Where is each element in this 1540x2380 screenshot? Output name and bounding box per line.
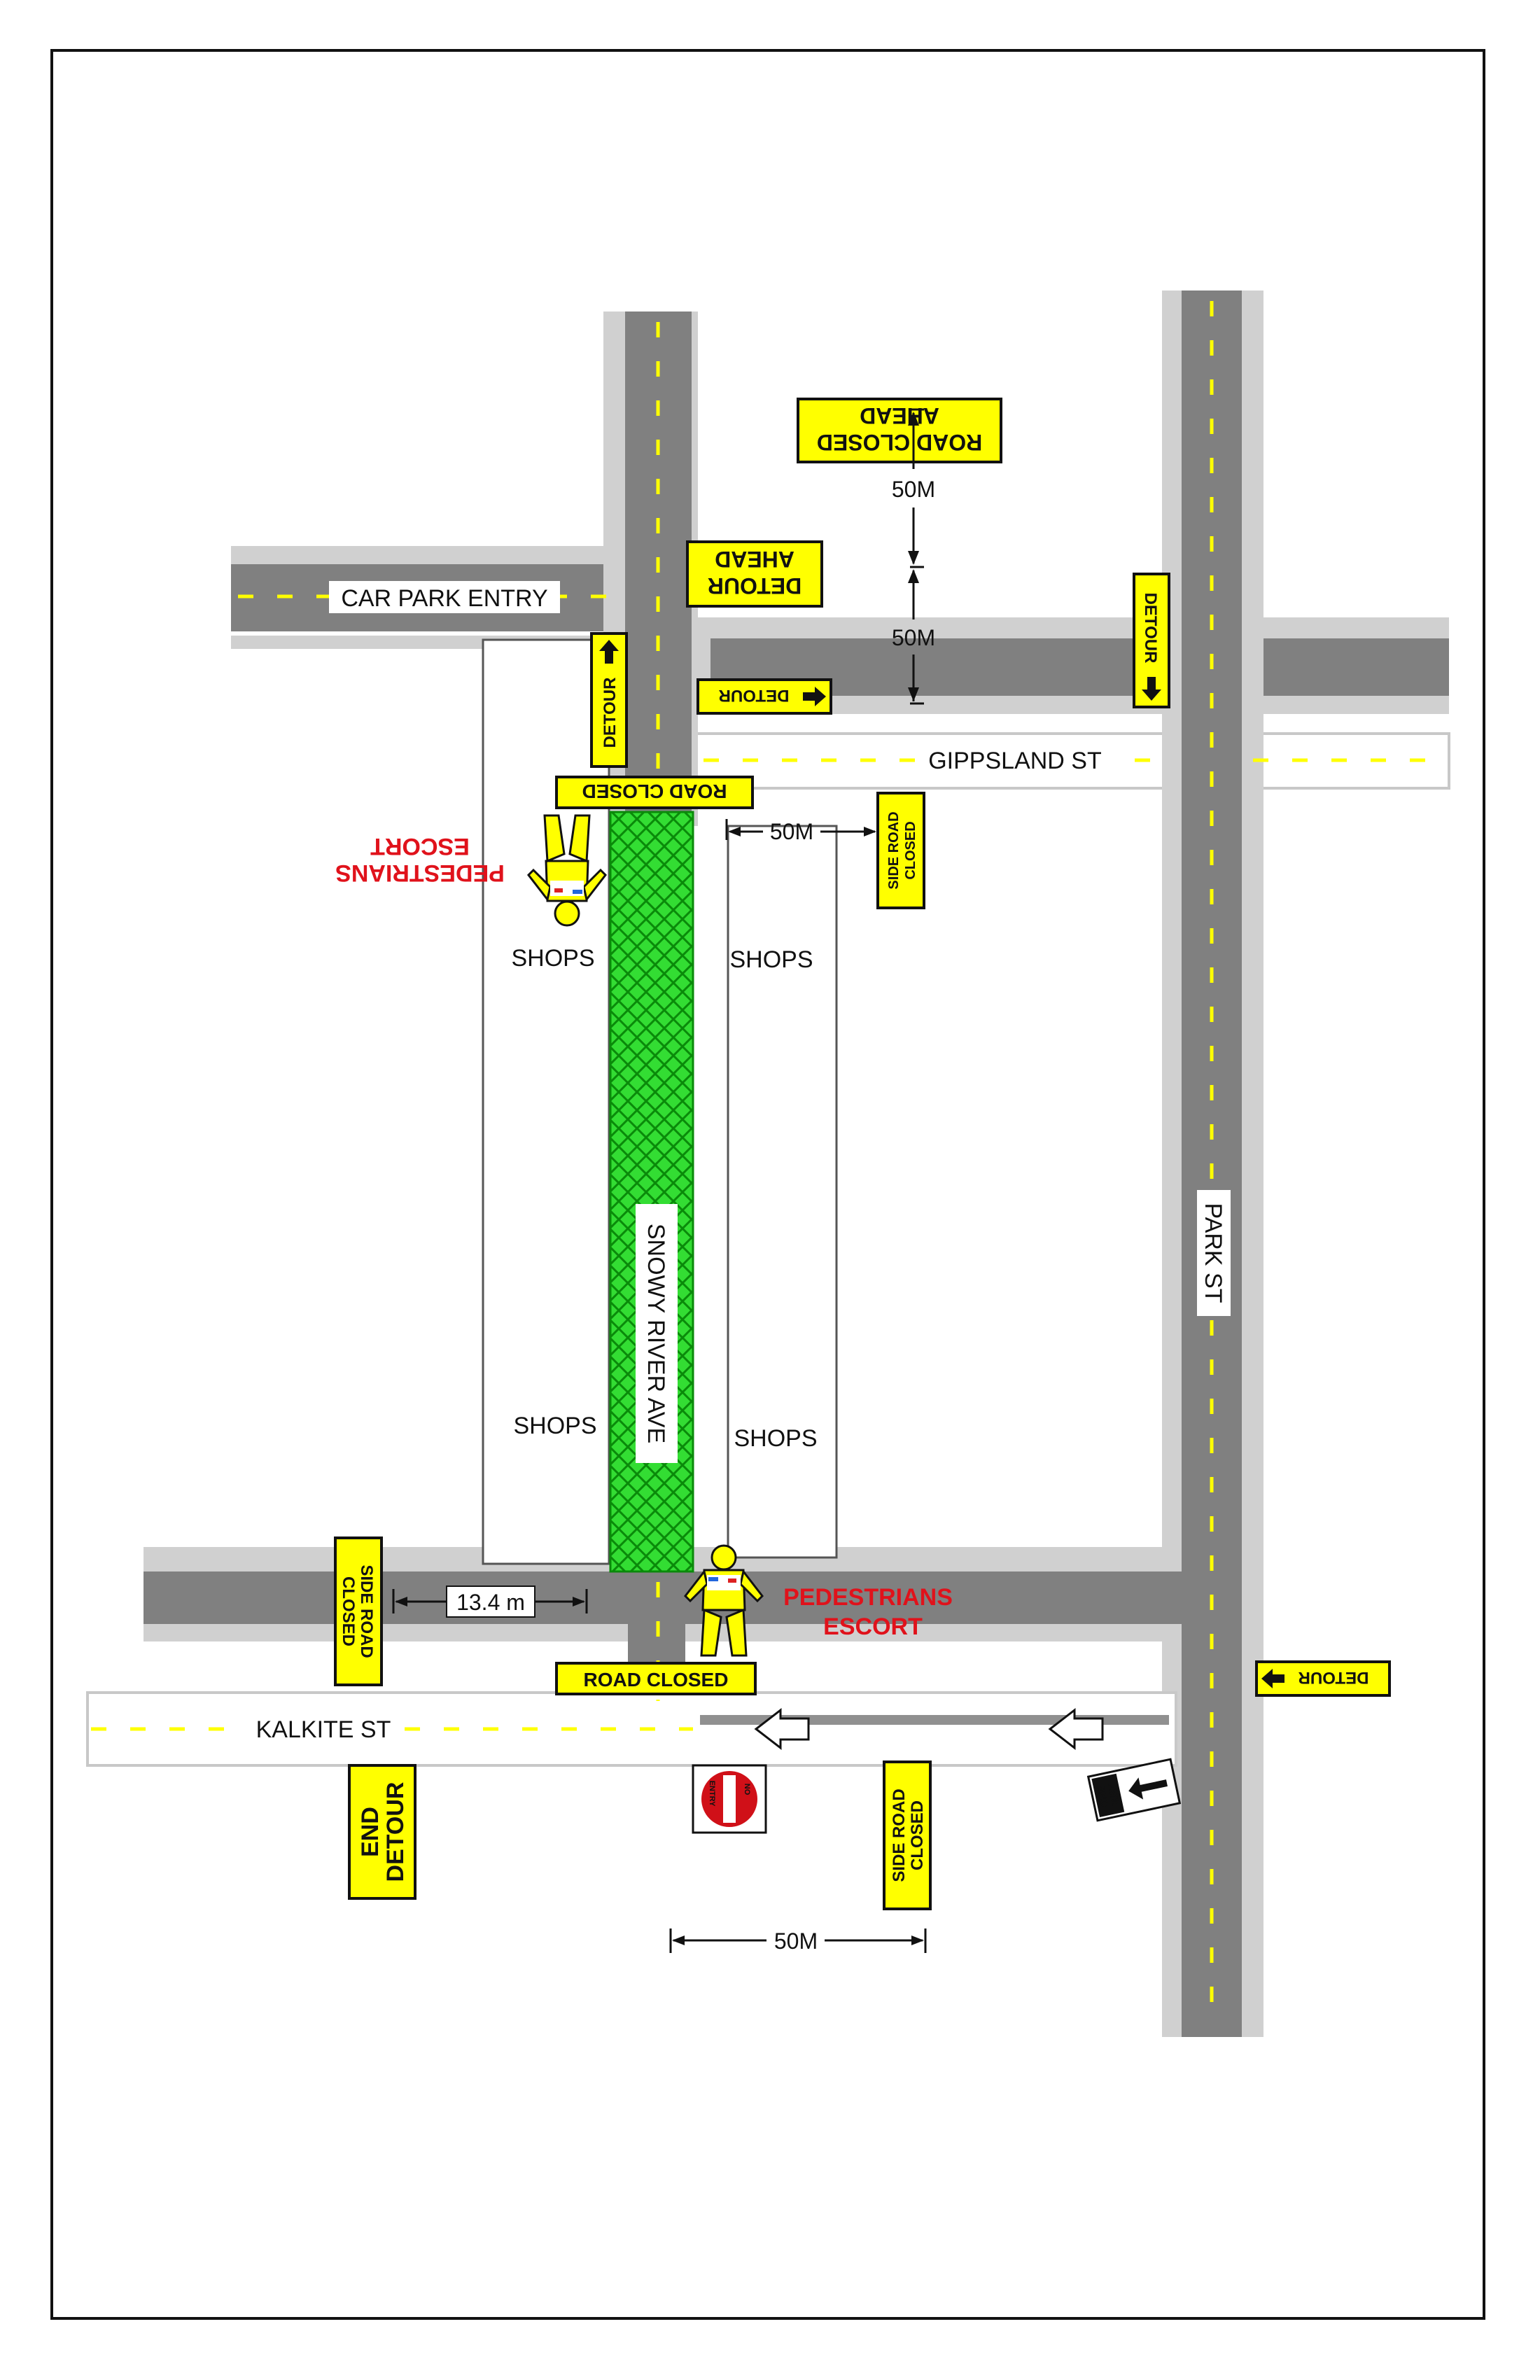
svg-text:DETOUR: DETOUR <box>719 686 790 705</box>
svg-text:ENTRY: ENTRY <box>708 1781 716 1807</box>
sign-detour-ahead: DETOUR AHEAD <box>686 540 823 608</box>
sign-side-road-closed-ne: SIDE ROAD CLOSED <box>876 792 925 909</box>
svg-text:DETOUR: DETOUR <box>1141 593 1160 664</box>
sign-detour-vertical-west: DETOUR <box>590 632 628 768</box>
svg-text:ROAD CLOSED: ROAD CLOSED <box>582 780 727 802</box>
svg-text:AHEAD: AHEAD <box>860 403 939 428</box>
shops-label-nw: SHOPS <box>511 945 594 972</box>
sign-road-closed-north: ROAD CLOSED <box>555 776 754 809</box>
svg-text:ESCORT: ESCORT <box>370 833 470 860</box>
pedestrians-escort-label-north: PEDESTRIANS ESCORT <box>335 833 505 886</box>
sign-detour-park-st: DETOUR <box>1133 573 1170 708</box>
svg-text:ONE: ONE <box>1095 1785 1110 1808</box>
sign-detour-park-east: DETOUR <box>1255 1660 1391 1697</box>
label-gippsland-st: GIPPSLAND ST <box>928 748 1102 774</box>
arrow-left-outline-icon <box>1048 1707 1104 1751</box>
svg-text:CLOSED: CLOSED <box>908 1800 927 1870</box>
dimension-labels: 50M 50M 50M 13.4 m 50M <box>456 477 935 1954</box>
sign-road-closed-ahead: ROAD CLOSED AHEAD <box>797 398 1002 463</box>
pedestrians-escort-label-south: PEDESTRIANS ESCORT <box>783 1584 953 1640</box>
dimension-13-4m: 13.4 m <box>456 1590 525 1615</box>
label-car-park-entry: CAR PARK ENTRY <box>341 585 547 612</box>
svg-text:PEDESTRIANS: PEDESTRIANS <box>335 860 505 886</box>
sign-side-road-closed-west: SIDE ROAD CLOSED <box>334 1536 383 1686</box>
sign-no-entry: NO ENTRY <box>692 1764 767 1834</box>
kalkite-direction-arrows <box>754 1707 1104 1751</box>
shops-block-east <box>727 825 838 1559</box>
arrow-right-icon <box>803 687 826 706</box>
sign-one-way: ONE WAY <box>1086 1758 1182 1822</box>
dimension-50m-upper: 50M <box>892 477 935 502</box>
label-park-st: PARK ST <box>1200 1203 1226 1303</box>
sign-road-closed-south: ROAD CLOSED <box>555 1662 757 1695</box>
arrow-left-icon <box>1128 1777 1168 1800</box>
dimensions <box>392 408 927 1953</box>
arrow-up-icon <box>599 640 619 664</box>
shops-label-sw: SHOPS <box>513 1413 596 1439</box>
svg-text:PEDESTRIANS: PEDESTRIANS <box>783 1584 953 1611</box>
svg-text:SIDE ROAD: SIDE ROAD <box>890 1788 909 1882</box>
svg-text:DETOUR: DETOUR <box>708 573 802 598</box>
worker-figure-north <box>527 814 607 927</box>
svg-text:ROAD CLOSED: ROAD CLOSED <box>584 1669 729 1690</box>
shops-label-se: SHOPS <box>734 1425 817 1452</box>
label-snowy-river-ave: SNOWY RIVER AVE <box>643 1224 669 1443</box>
shops-labels: SHOPS SHOPS SHOPS SHOPS <box>511 945 817 1452</box>
svg-text:END: END <box>357 1807 384 1857</box>
svg-text:NO: NO <box>743 1784 751 1795</box>
dimension-50m-gippsland: 50M <box>770 819 813 844</box>
svg-text:ROAD CLOSED: ROAD CLOSED <box>817 430 982 455</box>
sign-detour-gippsland: DETOUR <box>696 678 832 715</box>
arrow-left-outline-icon <box>754 1707 810 1751</box>
street-labels: CAR PARK ENTRY GIPPSLAND ST SNOWY RIVER … <box>245 581 1231 1744</box>
shop-blocks <box>482 638 838 1565</box>
svg-text:WAY: WAY <box>1106 1782 1121 1806</box>
svg-text:ESCORT: ESCORT <box>823 1614 923 1640</box>
arrow-left-icon <box>1261 1669 1284 1688</box>
sign-end-detour: END DETOUR <box>348 1764 416 1900</box>
svg-text:DETOUR: DETOUR <box>1298 1668 1369 1687</box>
dimension-50m-bottom: 50M <box>774 1928 818 1954</box>
shops-label-ne: SHOPS <box>729 946 813 973</box>
svg-text:DETOUR: DETOUR <box>382 1782 409 1882</box>
svg-text:AHEAD: AHEAD <box>715 547 794 572</box>
svg-text:CLOSED: CLOSED <box>903 821 918 879</box>
svg-text:CLOSED: CLOSED <box>339 1576 358 1646</box>
svg-text:SIDE ROAD: SIDE ROAD <box>357 1564 376 1658</box>
label-kalkite-st: KALKITE ST <box>256 1716 391 1743</box>
worker-figure-south <box>684 1544 764 1657</box>
svg-text:DETOUR: DETOUR <box>601 678 620 748</box>
dimension-50m-middle: 50M <box>892 625 935 650</box>
sign-side-road-closed-south: SIDE ROAD CLOSED <box>883 1760 932 1910</box>
arrow-down-icon <box>1142 677 1161 701</box>
svg-text:SIDE ROAD: SIDE ROAD <box>886 811 902 889</box>
